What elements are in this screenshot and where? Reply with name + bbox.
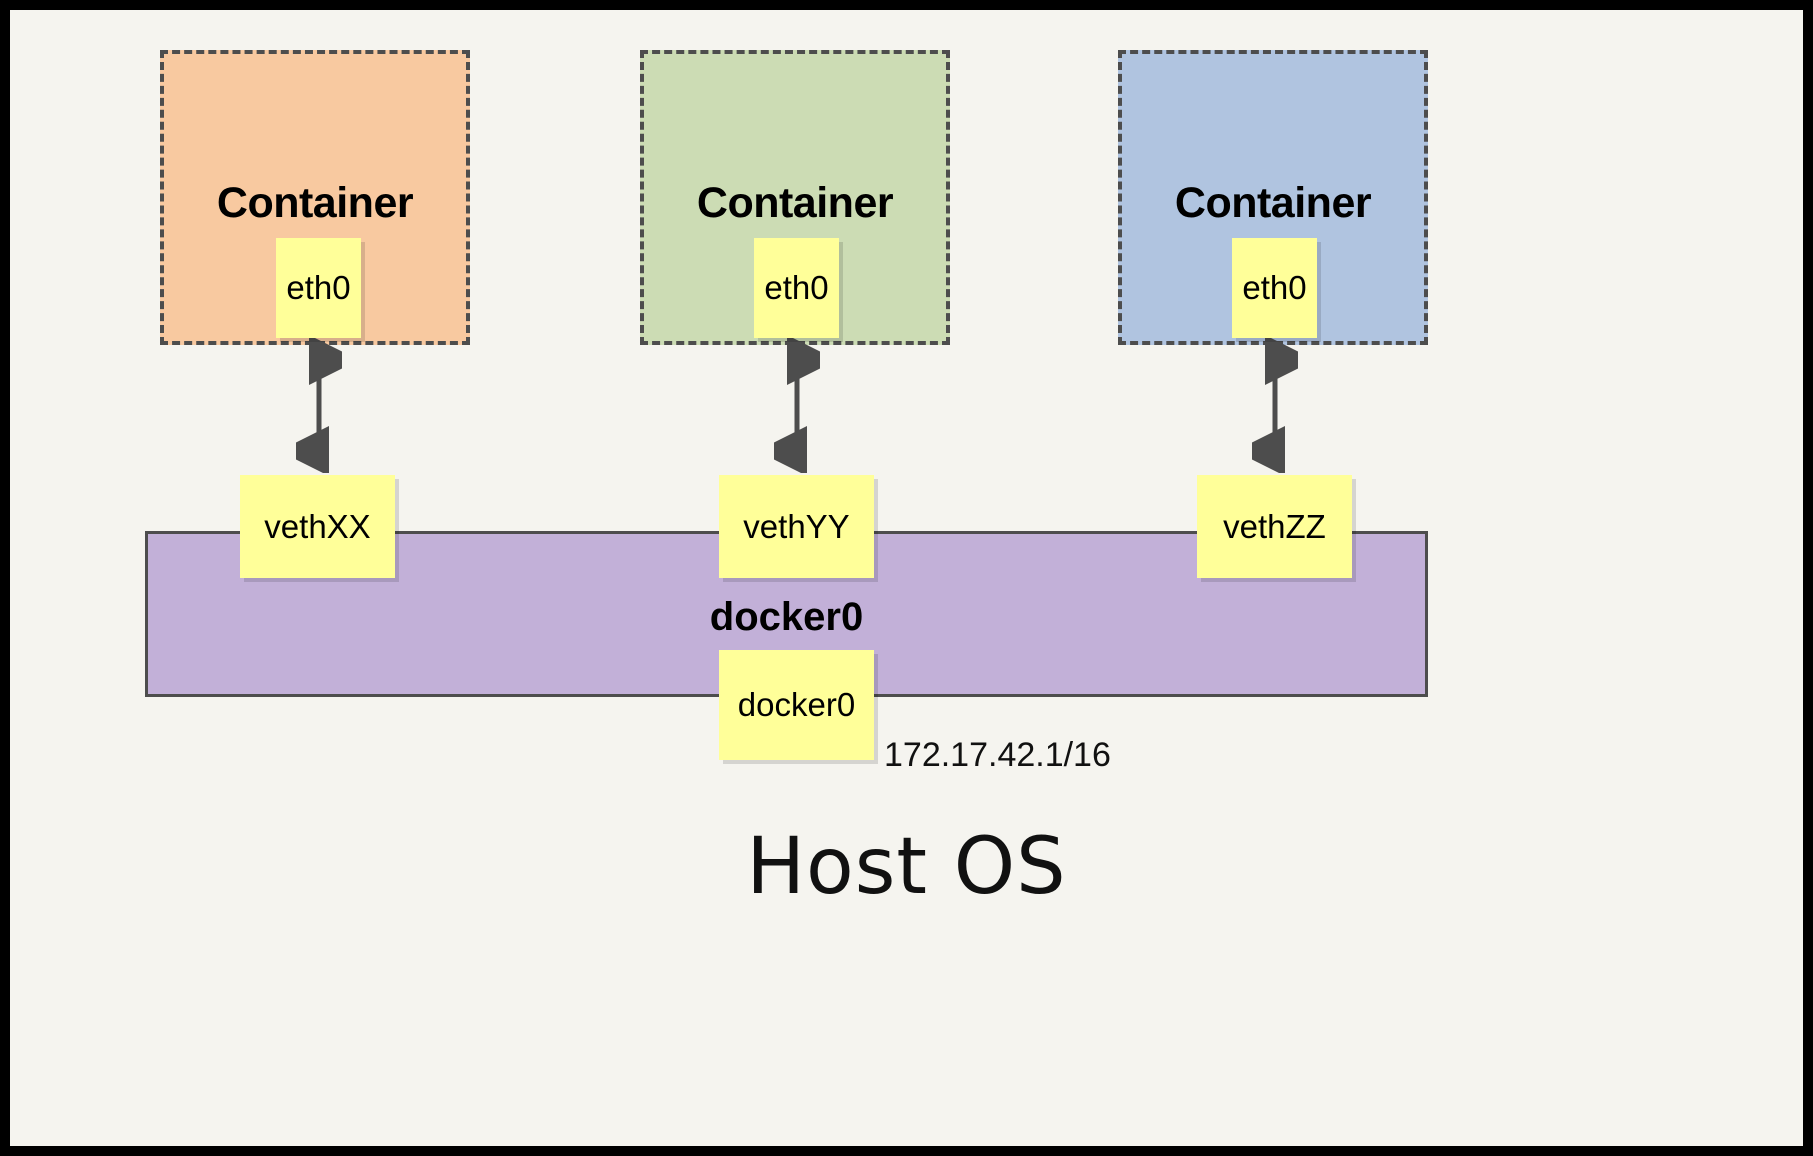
veth-box-1: vethXX <box>240 475 395 578</box>
container-eth0-1: eth0 <box>276 238 361 338</box>
veth-arrow-1 <box>296 338 342 473</box>
docker0-iface-box: docker0 <box>719 650 874 760</box>
host-os-label: Host OS <box>746 822 1067 912</box>
container-title-1: Container <box>216 179 414 227</box>
diagram-stage: Container eth0 Container eth0 Container … <box>10 10 1803 1146</box>
docker0-ip-label: 172.17.42.1/16 <box>884 736 1111 774</box>
veth-arrow-3 <box>1252 338 1298 473</box>
container-title-3: Container <box>1174 179 1372 227</box>
veth-box-3: vethZZ <box>1197 475 1352 578</box>
docker0-bridge-title: docker0 <box>709 595 864 639</box>
veth-arrow-2 <box>774 338 820 473</box>
container-title-2: Container <box>696 179 894 227</box>
veth-box-2: vethYY <box>719 475 874 578</box>
container-eth0-2: eth0 <box>754 238 839 338</box>
container-eth0-3: eth0 <box>1232 238 1317 338</box>
